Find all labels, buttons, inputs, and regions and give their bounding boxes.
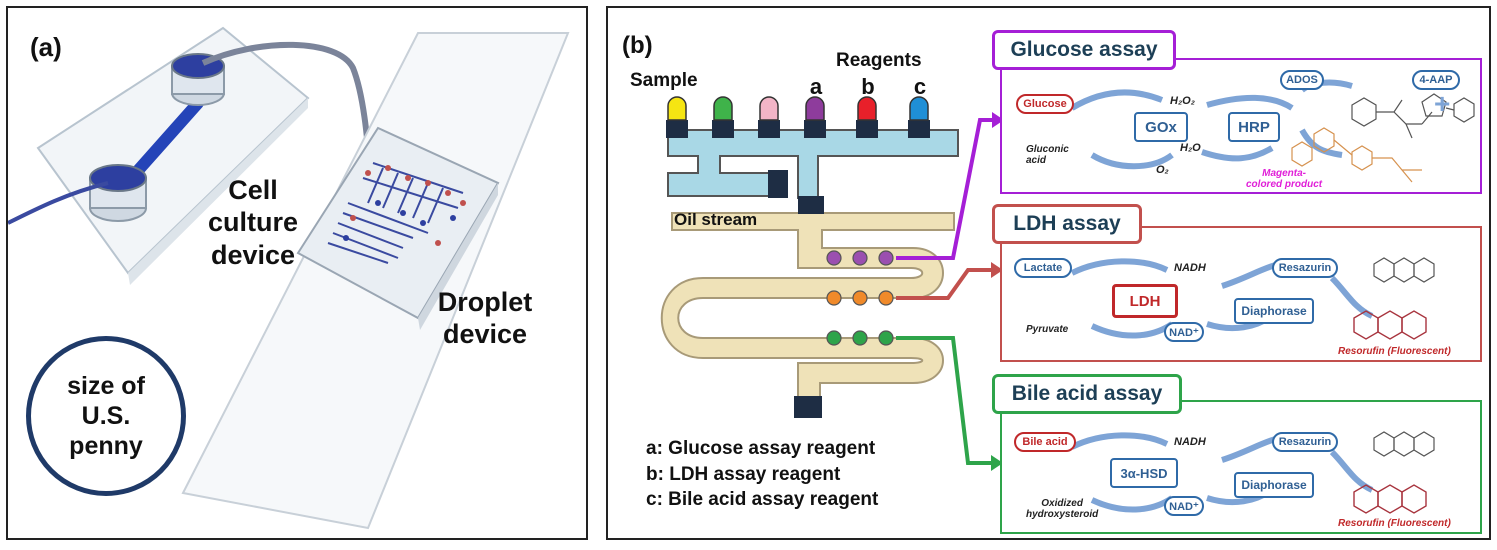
bile-nad-label: NAD⁺ bbox=[1164, 496, 1204, 516]
arrow-head-glucose bbox=[992, 112, 1004, 128]
legend-c: c: Bile acid assay reagent bbox=[646, 489, 879, 511]
gluconic-acid-label: Gluconic acid bbox=[1026, 144, 1069, 166]
cell-culture-line-3: device bbox=[210, 239, 296, 270]
bile-nadh-label: NADH bbox=[1174, 436, 1206, 448]
glucose-assay-box: Glucose GOx H₂O₂ HRP ADOS 4-AAP + H₂O Gl… bbox=[1000, 58, 1482, 194]
h2o-label: H₂O bbox=[1180, 142, 1201, 154]
device-photo-illustration bbox=[8, 26, 570, 530]
o2-label: O₂ bbox=[1156, 164, 1169, 176]
reagent-letter-a: a bbox=[809, 74, 823, 99]
hrp-enzyme: HRP bbox=[1228, 112, 1280, 142]
resorufin-label: Resorufin (Fluorescent) bbox=[1338, 346, 1451, 357]
bile-diaphorase-enzyme: Diaphorase bbox=[1234, 472, 1314, 498]
legend-b: b: LDH assay reagent bbox=[646, 463, 841, 485]
bile-resorufin-label: Resorufin (Fluorescent) bbox=[1338, 518, 1451, 529]
lactate-substrate: Lactate bbox=[1014, 258, 1072, 278]
aap-reagent: 4-AAP bbox=[1412, 70, 1460, 90]
droplet-line-2: device bbox=[442, 319, 528, 350]
oxidized-line-1: Oxidized bbox=[1041, 498, 1083, 509]
gluconic-line-1: Gluconic bbox=[1026, 144, 1069, 155]
hsd-enzyme: 3α-HSD bbox=[1110, 458, 1178, 488]
penny-size-circle: size of U.S. penny bbox=[26, 336, 186, 496]
magenta-line-1: Magenta- bbox=[1262, 168, 1307, 179]
reagent-letter-c: c bbox=[913, 74, 927, 99]
cell-culture-line-2: culture bbox=[207, 207, 299, 238]
panel-b: (b) Sample Reagents a b c Oil stream a: … bbox=[606, 6, 1491, 540]
pyruvate-label: Pyruvate bbox=[1026, 324, 1069, 335]
reservoir-top bbox=[171, 53, 225, 106]
ldh-enzyme: LDH bbox=[1112, 284, 1178, 318]
magenta-product-label: Magenta- colored product bbox=[1246, 168, 1322, 190]
ldh-assay-box: Lactate NADH Resazurin LDH Diaphorase Py… bbox=[1000, 226, 1482, 362]
cell-culture-device-label: Cell culture device bbox=[198, 174, 308, 271]
serpentine-channel bbox=[660, 212, 955, 414]
resazurin-reagent: Resazurin bbox=[1272, 258, 1338, 278]
ldh-reaction-arrows bbox=[1070, 257, 1435, 340]
reagent-letter-b: b bbox=[861, 74, 875, 99]
droplet-line-1: Droplet bbox=[437, 287, 533, 317]
bile-resazurin-reagent: Resazurin bbox=[1272, 432, 1338, 452]
gox-enzyme: GOx bbox=[1134, 112, 1188, 142]
penny-line-3: penny bbox=[69, 432, 143, 460]
ldh-assay-title: LDH assay bbox=[992, 204, 1142, 244]
panel-a-label: (a) bbox=[30, 32, 62, 62]
gluconic-line-2: acid bbox=[1026, 155, 1047, 166]
panel-a: (a) Cell culture device Droplet device s… bbox=[6, 6, 588, 540]
oxidized-hydroxysteroid-label: Oxidized hydroxysteroid bbox=[1026, 498, 1098, 520]
legend-a: a: Glucose assay reagent bbox=[646, 438, 876, 459]
inlet-caps bbox=[667, 96, 929, 121]
droplets bbox=[826, 250, 894, 346]
reagents-label: Reagents bbox=[836, 50, 922, 71]
bile-acid-assay-title: Bile acid assay bbox=[992, 374, 1182, 414]
penny-line-2: U.S. bbox=[81, 402, 131, 430]
panel-b-label: (b) bbox=[622, 32, 653, 59]
inlet-blocks bbox=[666, 120, 930, 418]
connector-arrows bbox=[896, 118, 993, 465]
penny-line-1: size of bbox=[67, 372, 145, 400]
glucose-assay-title: Glucose assay bbox=[992, 30, 1176, 70]
tubing-left bbox=[8, 181, 109, 225]
glucose-substrate: Glucose bbox=[1016, 94, 1074, 114]
h2o2-label: H₂O₂ bbox=[1170, 95, 1195, 107]
reagent-legend: a: Glucose assay reagent b: LDH assay re… bbox=[646, 436, 878, 513]
bile-acid-assay-box: Bile acid NADH Resazurin 3α-HSD Diaphora… bbox=[1000, 400, 1482, 534]
nad-label: NAD⁺ bbox=[1164, 322, 1204, 342]
cell-culture-line-1: Cell bbox=[228, 175, 278, 205]
ados-reagent: ADOS bbox=[1280, 70, 1324, 90]
magenta-line-2: colored product bbox=[1246, 179, 1323, 190]
nadh-label: NADH bbox=[1174, 262, 1206, 274]
droplet-device-label: Droplet device bbox=[420, 286, 550, 351]
bile-acid-substrate: Bile acid bbox=[1014, 432, 1076, 452]
diaphorase-enzyme: Diaphorase bbox=[1234, 298, 1314, 324]
reservoir-bottom bbox=[89, 164, 147, 222]
arrow-head-ldh bbox=[991, 262, 1003, 278]
microfluidic-schematic bbox=[660, 96, 1004, 471]
plus-icon: + bbox=[1434, 88, 1451, 119]
arrow-head-bile bbox=[991, 455, 1003, 471]
reagent-channel bbox=[667, 129, 959, 199]
oxidized-line-2: hydroxysteroid bbox=[1026, 509, 1099, 520]
oil-stream-label: Oil stream bbox=[674, 210, 758, 229]
sample-label: Sample bbox=[630, 70, 698, 91]
